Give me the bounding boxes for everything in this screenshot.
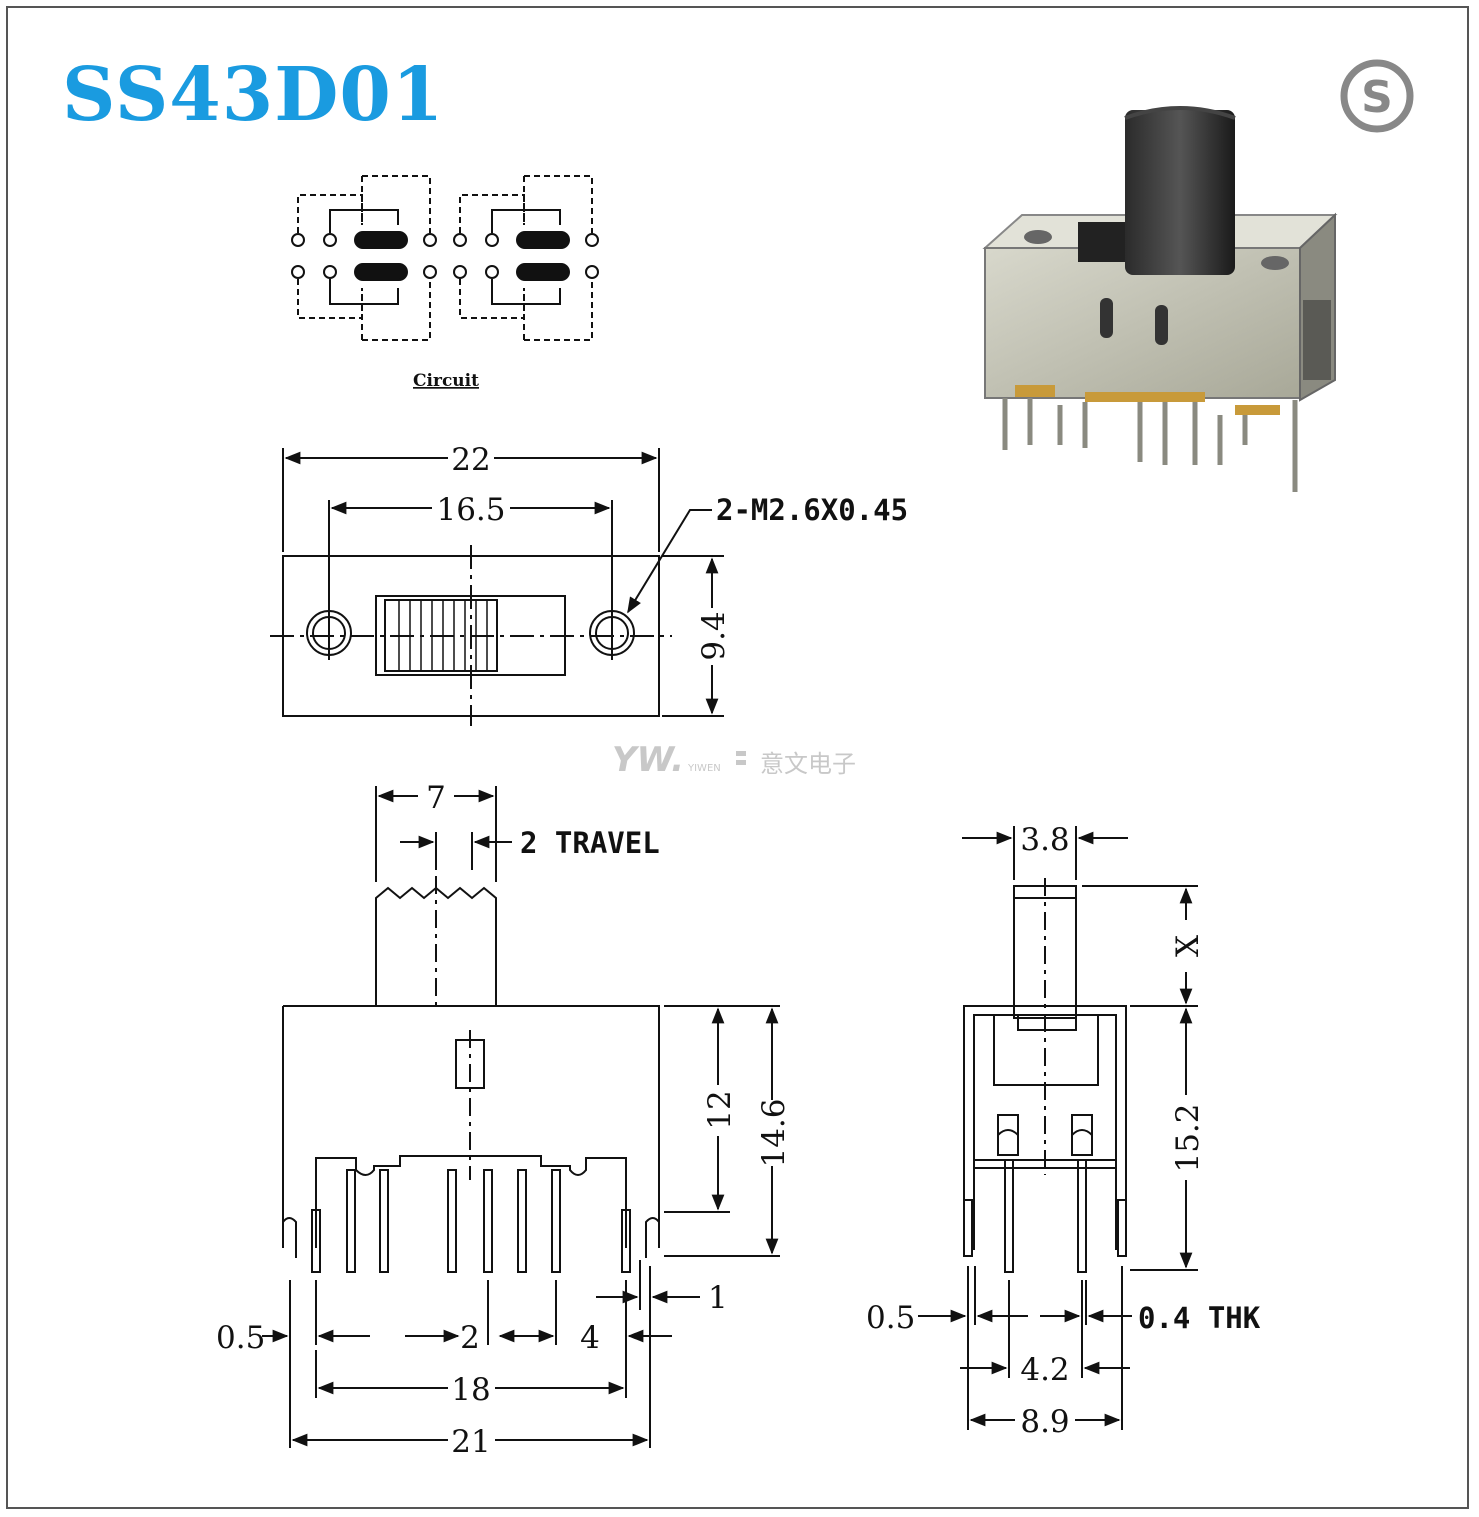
dim-side-overall-depth: 8.9 [1020,1404,1069,1440]
dim-front-body-height: 12 [702,1090,738,1129]
dim-side-pin-thickness: 0.4 THK [1138,1301,1261,1335]
dim-top-hole-pitch: 16.5 [436,492,505,528]
page-frame [6,6,1469,1509]
dim-front-travel: 2 TRAVEL [520,826,660,860]
dim-side-pin-width: 0.5 [866,1300,915,1336]
dim-front-pin-pitch: 2 [460,1320,480,1356]
dim-front-pin-thickness: 0.5 [216,1320,265,1356]
s-circle-logo-icon: S [1340,59,1414,133]
circuit-group-left [291,175,437,341]
dim-top-hole-callout: 2-M2.6X0.45 [716,493,908,527]
part-number-title: SS43D01 [62,52,445,138]
circuit-caption: Circuit [413,371,479,391]
circuit-diagram: Circuit [291,175,599,391]
dim-front-pin-group-gap: 4 [580,1320,600,1356]
dim-side-pin-row-pitch: 4.2 [1020,1352,1069,1388]
watermark-brand-en: YIWEN [687,763,721,774]
front-view [262,786,780,1448]
dim-side-actuator-height: X [1170,935,1206,957]
dim-front-outer-pin-span: 18 [451,1372,490,1408]
dim-front-actuator-width: 7 [426,780,446,816]
dim-front-total-height: 14.6 [756,1098,792,1167]
watermark-brand-cn: 意文电子 [760,750,856,778]
circuit-group-right [453,175,599,341]
top-view [270,448,724,726]
dim-top-height: 9.4 [696,611,732,660]
dim-front-overall-width: 21 [451,1424,490,1460]
logo-letter: S [1361,72,1393,123]
side-view [918,826,1198,1430]
watermark: YW. YIWEN 意文电子 [612,740,856,780]
watermark-mark: YW. [612,740,684,780]
dim-top-overall-width: 22 [451,442,490,478]
dim-side-actuator-width: 3.8 [1020,822,1069,858]
product-photo [982,106,1338,492]
dim-side-height: 15.2 [1170,1103,1206,1172]
dim-front-tab-gap: 1 [708,1280,728,1316]
